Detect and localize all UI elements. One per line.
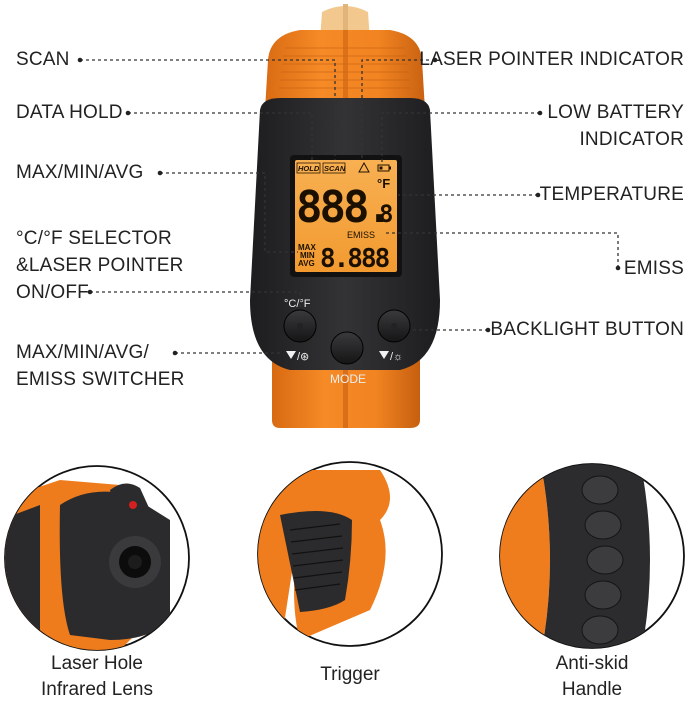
callout-temperature: TEMPERATURE	[539, 184, 684, 205]
callout-lines	[80, 59, 619, 354]
caption-handle-line1: Anti-skid	[555, 653, 629, 674]
callout-low-battery: LOW BATTERY INDICATOR	[547, 99, 684, 153]
backlight-button[interactable]	[377, 309, 411, 343]
lcd-max-text: MAX	[298, 243, 316, 252]
caption-handle: Anti-skid Handle	[492, 651, 692, 703]
callout-switcher: MAX/MIN/AVG/ EMISS SWITCHER	[16, 339, 185, 393]
detail-lens-illustration	[4, 465, 190, 651]
caption-trigger: Trigger	[250, 662, 450, 688]
callout-dots	[77, 57, 621, 356]
callout-data-hold: DATA HOLD	[16, 102, 123, 123]
down-arrow-backlight-icon: /☼	[379, 351, 403, 363]
lcd-avg-text: AVG	[298, 259, 315, 268]
cf-button-label: °C/°F	[284, 298, 311, 310]
caption-trigger-line1: Trigger	[320, 664, 380, 685]
detail-trigger-illustration	[257, 461, 443, 647]
caption-lens-line2: Infrared Lens	[41, 679, 153, 700]
mode-button[interactable]: MODE	[330, 331, 366, 386]
lcd-scan-text: SCAN	[324, 164, 346, 173]
laser-warning-icon	[358, 161, 370, 173]
svg-text:/⊛: /⊛	[297, 351, 309, 363]
callout-max-min-avg: MAX/MIN/AVG	[16, 162, 144, 183]
lcd-screen: HOLD SCAN 888. °F 8 EMISS MAX MIN AVG 8.…	[290, 155, 402, 277]
callout-selector-line2: &LASER POINTER	[16, 255, 184, 276]
detail-handle-illustration	[499, 463, 685, 649]
lcd-temperature-digits: 888.	[296, 182, 390, 233]
caption-lens: Laser Hole Infrared Lens	[0, 651, 197, 703]
lcd-hold-text: HOLD	[298, 164, 320, 173]
lcd-temperature-decimal: 8	[379, 200, 393, 228]
callout-selector-line3: ON/OFF	[16, 282, 89, 303]
lcd-min-text: MIN	[300, 251, 315, 260]
callout-selector: °C/°F SELECTOR &LASER POINTER ON/OFF	[16, 225, 184, 306]
callout-low-battery-line2: INDICATOR	[579, 129, 684, 150]
down-arrow-emiss-icon: /⊛	[286, 351, 309, 363]
svg-text:/☼: /☼	[390, 351, 403, 363]
callout-selector-line1: °C/°F SELECTOR	[16, 228, 172, 249]
callout-backlight-button: BACKLIGHT BUTTON	[490, 319, 684, 340]
lcd-emiss-text: EMISS	[347, 230, 375, 240]
callout-laser-pointer-indicator: LASER POINTER INDICATOR	[419, 49, 684, 70]
callout-scan: SCAN	[16, 49, 70, 70]
callout-switcher-line1: MAX/MIN/AVG/	[16, 342, 149, 363]
battery-icon	[377, 164, 391, 172]
callout-low-battery-line1: LOW BATTERY	[547, 102, 684, 123]
lcd-unit-text: °F	[377, 176, 390, 191]
cf-button[interactable]: °C/°F	[283, 298, 317, 343]
caption-handle-line2: Handle	[561, 679, 623, 700]
callout-switcher-line2: EMISS SWITCHER	[16, 369, 185, 390]
mode-button-label: MODE	[330, 372, 366, 386]
callout-emiss: EMISS	[623, 258, 684, 279]
lcd-emiss-digits: 8.888	[320, 244, 390, 274]
caption-lens-line1: Laser Hole	[51, 653, 143, 674]
